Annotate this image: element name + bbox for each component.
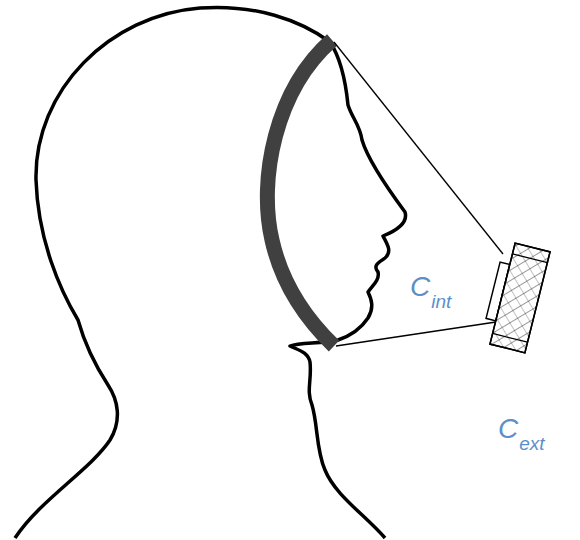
concentration-subscript: int: [431, 292, 451, 311]
mask-seal: [267, 40, 334, 346]
filter-cartridge: [490, 243, 550, 353]
concentration-subscript: ext: [519, 434, 544, 453]
filter-rim: [512, 254, 547, 263]
filter-hatching: [490, 243, 550, 353]
filter-outline: [490, 243, 550, 353]
head-outline: [15, 7, 406, 538]
mask-shell-line: [336, 322, 496, 346]
filter-rim: [493, 333, 528, 342]
concentration-symbol: C: [498, 415, 518, 443]
filter-hatching: [490, 243, 550, 353]
mask-shell-line: [334, 42, 503, 254]
concentration-symbol: C: [410, 273, 430, 301]
